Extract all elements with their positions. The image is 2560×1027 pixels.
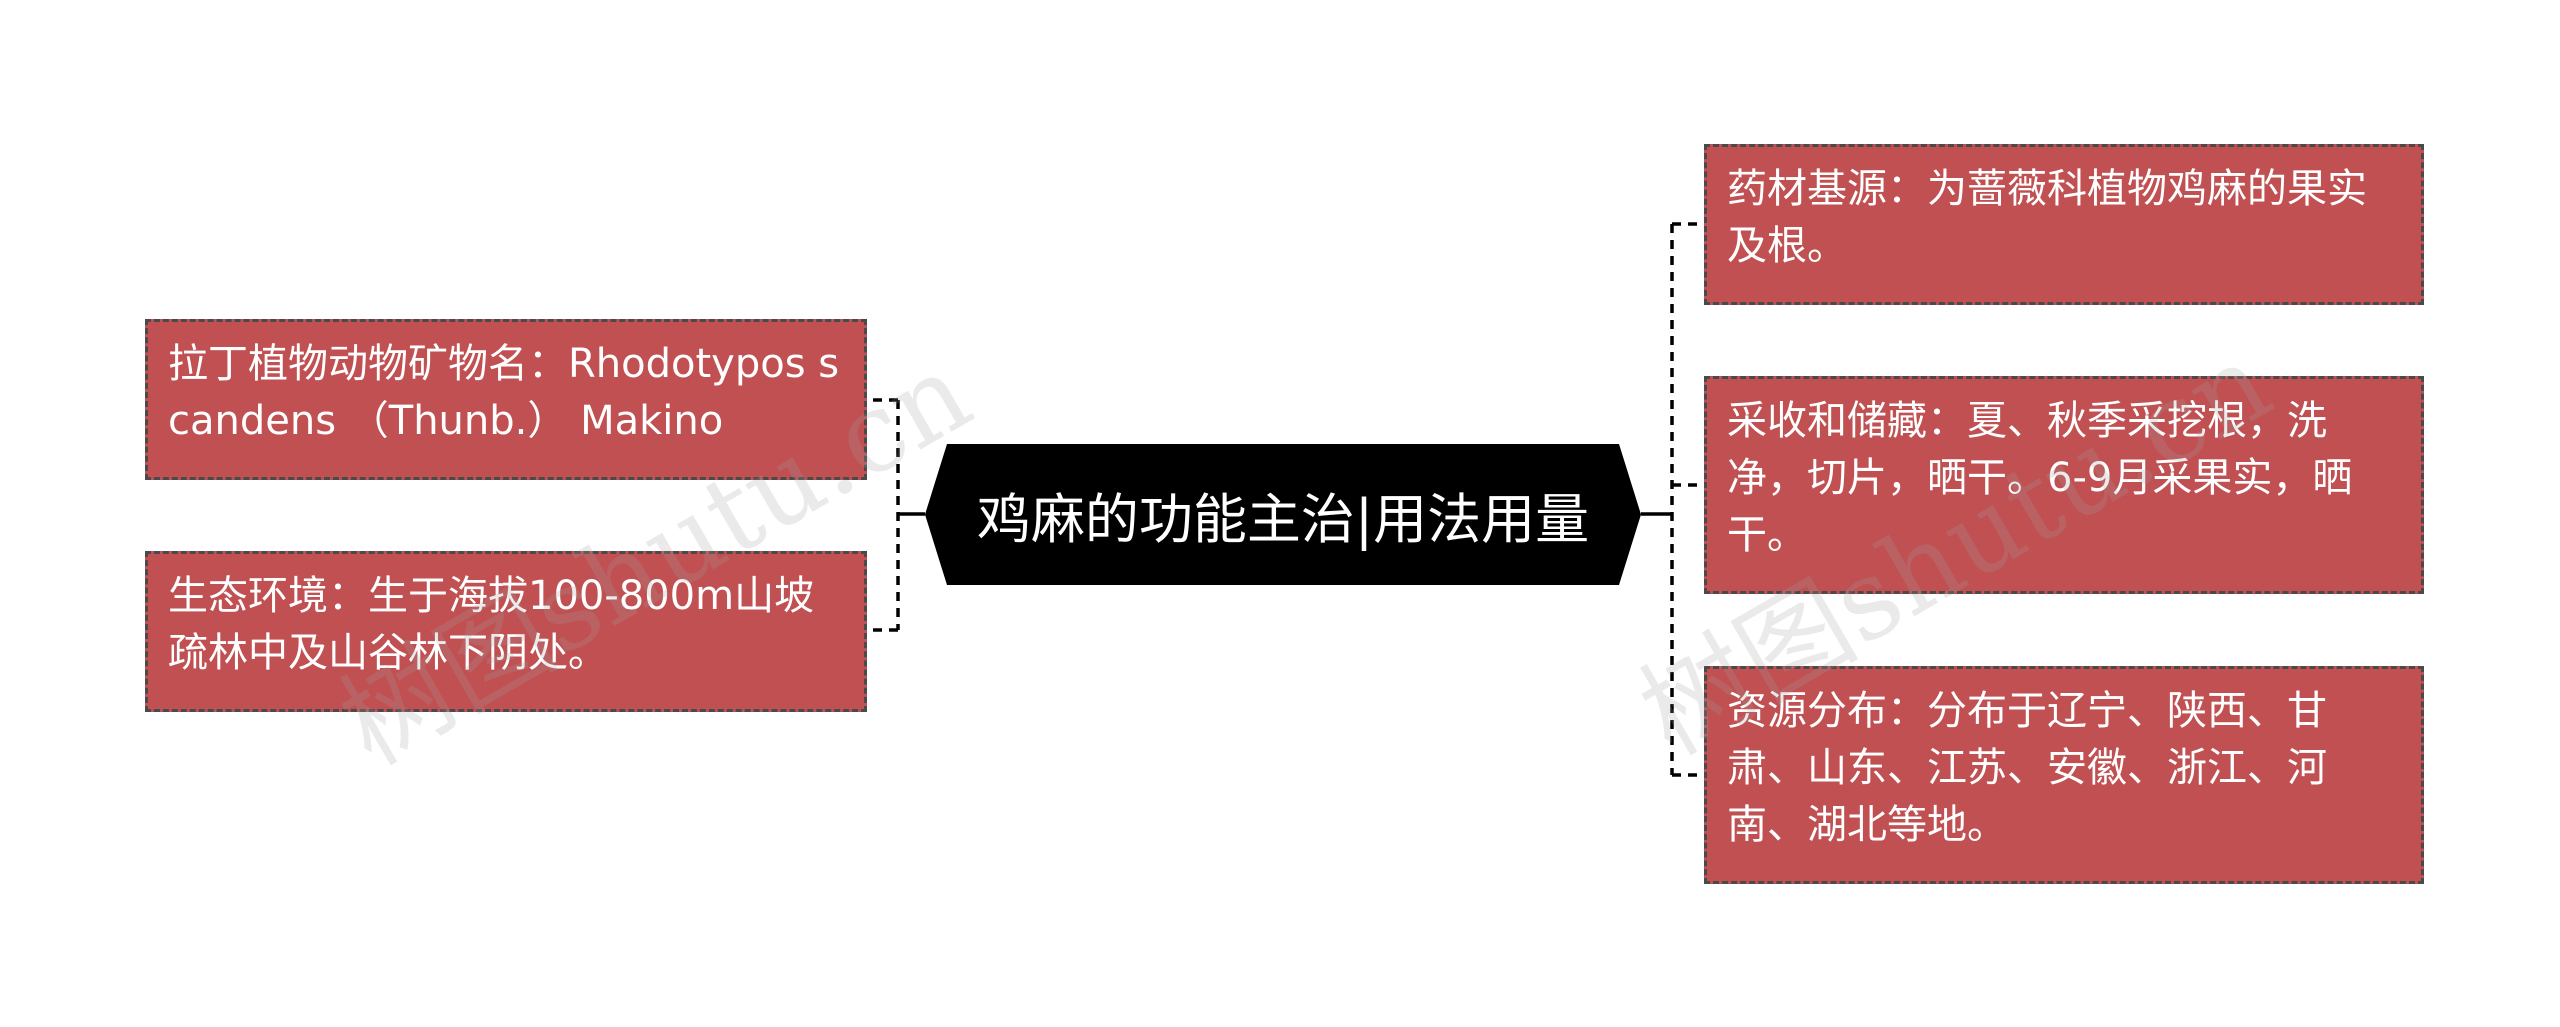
left-node-latin-name[interactable]: 拉丁植物动物矿物名：Rhodotypos scandens （Thunb.） M… bbox=[145, 319, 867, 480]
left-node-habitat[interactable]: 生态环境：生于海拔100-800m山坡疏林中及山谷林下阴处。 bbox=[145, 551, 867, 712]
root-node-label: 鸡麻的功能主治|用法用量 bbox=[976, 488, 1590, 551]
right-node-harvest[interactable]: 采收和储藏：夏、秋季采挖根，洗净，切片，晒干。6-9月采果实，晒干。 bbox=[1704, 376, 2424, 594]
left-node-habitat-text: 生态环境：生于海拔100-800m山坡疏林中及山谷林下阴处。 bbox=[168, 573, 815, 676]
right-node-source[interactable]: 药材基源：为蔷薇科植物鸡麻的果实及根。 bbox=[1704, 144, 2424, 305]
left-node-latin-name-text: 拉丁植物动物矿物名：Rhodotypos scandens （Thunb.） M… bbox=[168, 341, 840, 444]
root-node[interactable]: 鸡麻的功能主治|用法用量 bbox=[925, 444, 1641, 585]
right-node-distribution-text: 资源分布：分布于辽宁、陕西、甘肃、山东、江苏、安徽、浙江、河南、湖北等地。 bbox=[1727, 688, 2327, 848]
right-node-distribution[interactable]: 资源分布：分布于辽宁、陕西、甘肃、山东、江苏、安徽、浙江、河南、湖北等地。 bbox=[1704, 666, 2424, 884]
right-node-source-text: 药材基源：为蔷薇科植物鸡麻的果实及根。 bbox=[1727, 166, 2367, 269]
right-node-harvest-text: 采收和储藏：夏、秋季采挖根，洗净，切片，晒干。6-9月采果实，晒干。 bbox=[1727, 398, 2353, 558]
